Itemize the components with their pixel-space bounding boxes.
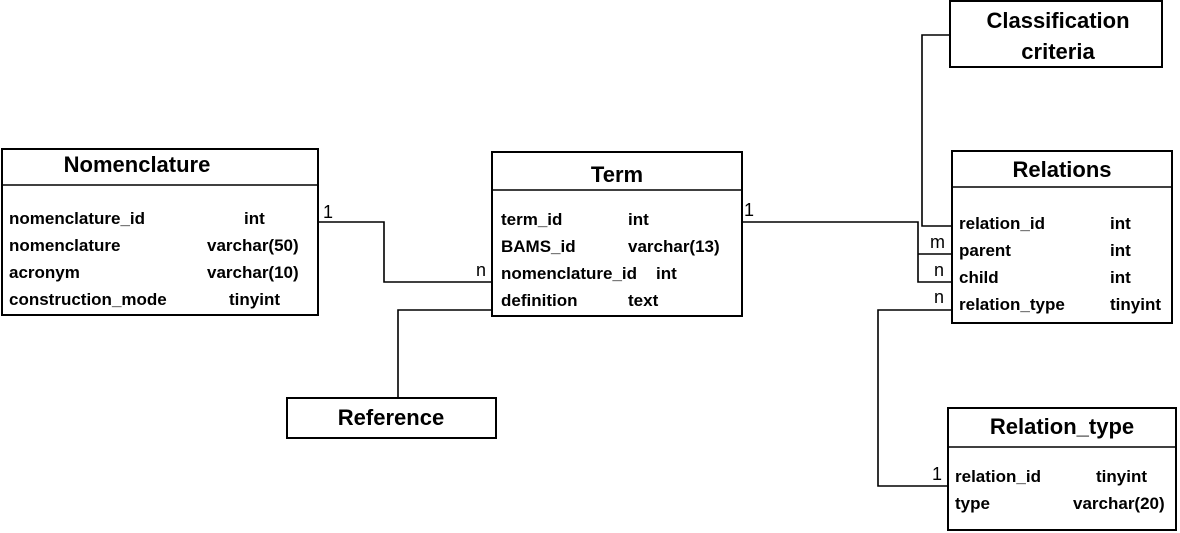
cardinality-label: n bbox=[934, 260, 944, 280]
entity-nomenclature: Nomenclature nomenclature_id int nomencl… bbox=[1, 148, 319, 316]
cardinality-label: m bbox=[930, 232, 945, 252]
field-name: nomenclature_id bbox=[9, 209, 145, 228]
relations-title: Relations bbox=[1012, 157, 1111, 182]
field-name: term_id bbox=[501, 210, 562, 229]
field-name: child bbox=[959, 268, 999, 287]
field-name: acronym bbox=[9, 263, 80, 282]
field-name: parent bbox=[959, 241, 1011, 260]
nomenclature-title: Nomenclature bbox=[64, 152, 211, 177]
field-type: varchar(50) bbox=[207, 236, 299, 255]
edge-classification-relations bbox=[921, 34, 952, 227]
entity-relations: Relations relation_id int parent int chi… bbox=[951, 150, 1173, 324]
entity-reference: Reference bbox=[286, 397, 497, 439]
field-name: nomenclature_id bbox=[501, 264, 637, 283]
entity-classification-criteria: Classification criteria bbox=[949, 0, 1163, 68]
cardinality-label: n bbox=[934, 287, 944, 307]
field-type: int bbox=[1110, 214, 1131, 233]
cardinality-label: n bbox=[476, 260, 486, 280]
field-name: relation_type bbox=[959, 295, 1065, 314]
field-type: int bbox=[244, 209, 265, 228]
field-type: int bbox=[1110, 241, 1131, 260]
field-type: text bbox=[628, 291, 659, 310]
field-name: relation_id bbox=[959, 214, 1045, 233]
classification-title-line1: Classification bbox=[986, 8, 1129, 33]
field-type: varchar(13) bbox=[628, 237, 720, 256]
field-name: type bbox=[955, 494, 990, 513]
edge-nomenclature-term bbox=[318, 221, 492, 283]
cardinality-label: 1 bbox=[323, 202, 333, 222]
field-type: varchar(10) bbox=[207, 263, 299, 282]
field-name: construction_mode bbox=[9, 290, 167, 309]
field-type: varchar(20) bbox=[1073, 494, 1165, 513]
edge-term-relations-child bbox=[742, 221, 952, 283]
relation-type-title: Relation_type bbox=[990, 414, 1134, 439]
entity-term: Term term_id int BAMS_id varchar(13) nom… bbox=[491, 151, 743, 317]
cardinality-label: 1 bbox=[744, 200, 754, 220]
field-type: tinyint bbox=[229, 290, 280, 309]
field-type: int bbox=[1110, 268, 1131, 287]
classification-title-line2: criteria bbox=[1021, 39, 1095, 64]
field-type: int bbox=[628, 210, 649, 229]
entity-relation-type: Relation_type relation_id tinyint type v… bbox=[947, 407, 1177, 531]
edge-relations-relation-type bbox=[877, 309, 952, 487]
field-name: definition bbox=[501, 291, 577, 310]
field-name: BAMS_id bbox=[501, 237, 576, 256]
field-name: nomenclature bbox=[9, 236, 120, 255]
cardinality-label: 1 bbox=[932, 464, 942, 484]
term-title: Term bbox=[591, 162, 643, 187]
field-name: relation_id bbox=[955, 467, 1041, 486]
field-type: int bbox=[656, 264, 677, 283]
field-type: tinyint bbox=[1110, 295, 1161, 314]
reference-title: Reference bbox=[338, 405, 444, 430]
field-type: tinyint bbox=[1096, 467, 1147, 486]
edge-term-reference bbox=[397, 309, 492, 398]
